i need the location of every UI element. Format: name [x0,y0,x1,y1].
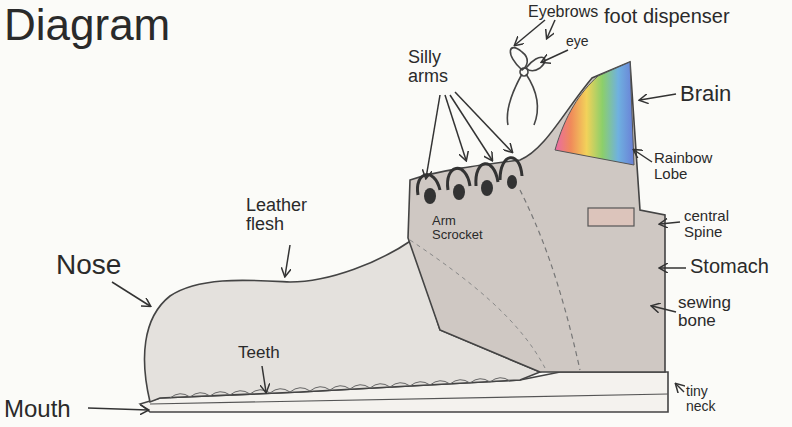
diagram-title: Diagram [4,2,170,48]
part-label: Arm Scrocket [432,214,504,241]
part-label: foot dispenser [604,6,730,27]
part-label: Silly arms [408,48,466,86]
spine-tab [588,208,634,226]
part-label: tiny neck [686,384,734,413]
lace-bow [507,48,545,125]
part-label: Teeth [238,344,280,362]
arm-sockets [424,175,517,204]
part-label: Eyebrows [528,4,598,21]
stitching-line [410,240,545,368]
part-label: Nose [56,250,121,279]
leader-arrows [88,20,686,410]
part-label: Stomach [690,256,769,277]
part-label: Mouth [4,396,71,421]
part-label: central Spine [684,208,746,240]
rainbow-lobe [555,62,634,165]
part-label: Brain [680,82,731,105]
boot-upper [408,62,665,372]
teeth-scallops [170,378,510,398]
part-label: Rainbow Lobe [654,150,726,182]
part-label: Leather flesh [246,196,330,234]
part-label: sewing bone [678,294,742,330]
stitching-line [520,190,580,370]
part-label: eye [566,34,589,49]
